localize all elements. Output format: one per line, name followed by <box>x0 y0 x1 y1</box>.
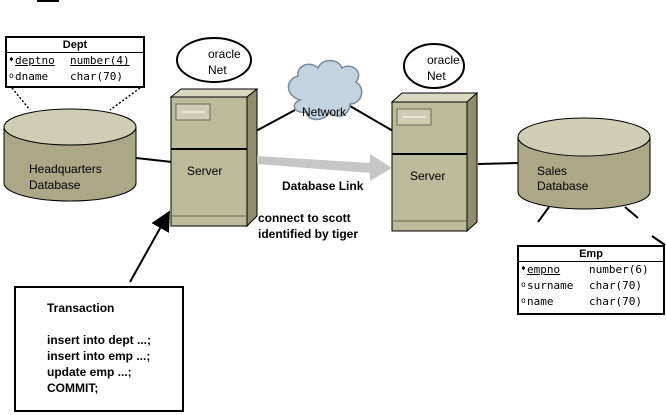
column-name: empno <box>527 263 561 276</box>
key-bullet-icon: ♦ <box>521 264 526 273</box>
column-name: surname <box>527 279 574 292</box>
table-row: o name char(70) <box>519 294 663 310</box>
emp-table: Emp ♦ empno number(6) o surname char(70)… <box>517 245 665 315</box>
column-name: deptno <box>15 54 55 67</box>
headquarters-database <box>3 108 137 202</box>
dept-link-left <box>11 87 31 111</box>
transaction-box <box>14 286 184 412</box>
table-row: o surname char(70) <box>519 278 663 294</box>
dept-table: Dept ♦ deptno number(4) o dname char(70) <box>5 36 145 88</box>
left-server-label: Server <box>187 164 223 178</box>
dept-table-title: Dept <box>7 38 143 53</box>
key-bullet-icon: ♦ <box>9 55 14 64</box>
sales-database <box>517 117 651 210</box>
transaction-line: insert into emp ...; <box>47 349 151 363</box>
emp-link-left <box>537 206 550 223</box>
hq-db-label-line1: Headquarters <box>29 162 102 176</box>
table-row: o dname char(70) <box>7 69 143 85</box>
transaction-line: update emp ...; <box>47 365 132 379</box>
column-name: dname <box>15 70 49 83</box>
connect-line1: connect to scott <box>258 211 351 225</box>
hq-db-label-line2: Database <box>29 178 81 192</box>
server-sales-link <box>477 162 519 165</box>
right-server <box>390 91 479 233</box>
transaction-line: insert into dept ...; <box>47 333 151 347</box>
column-type: number(4) <box>70 54 130 67</box>
column-type: char(70) <box>589 295 642 308</box>
left-server <box>169 87 259 228</box>
transaction-title: Transaction <box>47 301 115 315</box>
network-server-link <box>349 105 394 132</box>
sales-db-label-line1: Sales <box>537 164 568 178</box>
network-cloud <box>287 59 363 121</box>
hq-server-link <box>135 157 173 163</box>
column-type: number(6) <box>589 263 649 276</box>
server-network-link <box>255 109 296 132</box>
column-type: char(70) <box>70 70 123 83</box>
column-type: char(70) <box>589 279 642 292</box>
emp-table-title: Emp <box>519 247 663 262</box>
header-mark <box>37 0 59 2</box>
database-link-arrow <box>257 154 392 181</box>
table-row: ♦ empno number(6) <box>519 262 663 278</box>
transaction-line: COMMIT; <box>47 381 99 395</box>
oracle-net-left-line2: Net <box>208 63 227 77</box>
attribute-bullet-icon: o <box>521 296 526 305</box>
oracle-net-right-line1: oracle <box>427 53 460 67</box>
sales-db-label-line2: Database <box>537 179 589 193</box>
emp-link-right <box>624 206 639 219</box>
table-row: ♦ deptno number(4) <box>7 53 143 69</box>
attribute-bullet-icon: o <box>9 71 14 80</box>
right-server-label: Server <box>410 169 446 183</box>
connect-line2: identified by tiger <box>258 227 359 241</box>
network-label: Network <box>302 105 347 119</box>
oracle-net-left-bubble <box>176 37 252 83</box>
oracle-net-right-bubble <box>403 43 465 89</box>
oracle-net-right-line2: Net <box>427 69 446 83</box>
oracle-net-left-line1: oracle <box>208 47 241 61</box>
attribute-bullet-icon: o <box>521 280 526 289</box>
transaction-arrow <box>129 210 170 283</box>
dept-link-right <box>109 87 141 111</box>
database-link-label: Database Link <box>282 179 364 193</box>
emp-link-edge <box>651 235 666 246</box>
column-name: name <box>527 295 554 308</box>
